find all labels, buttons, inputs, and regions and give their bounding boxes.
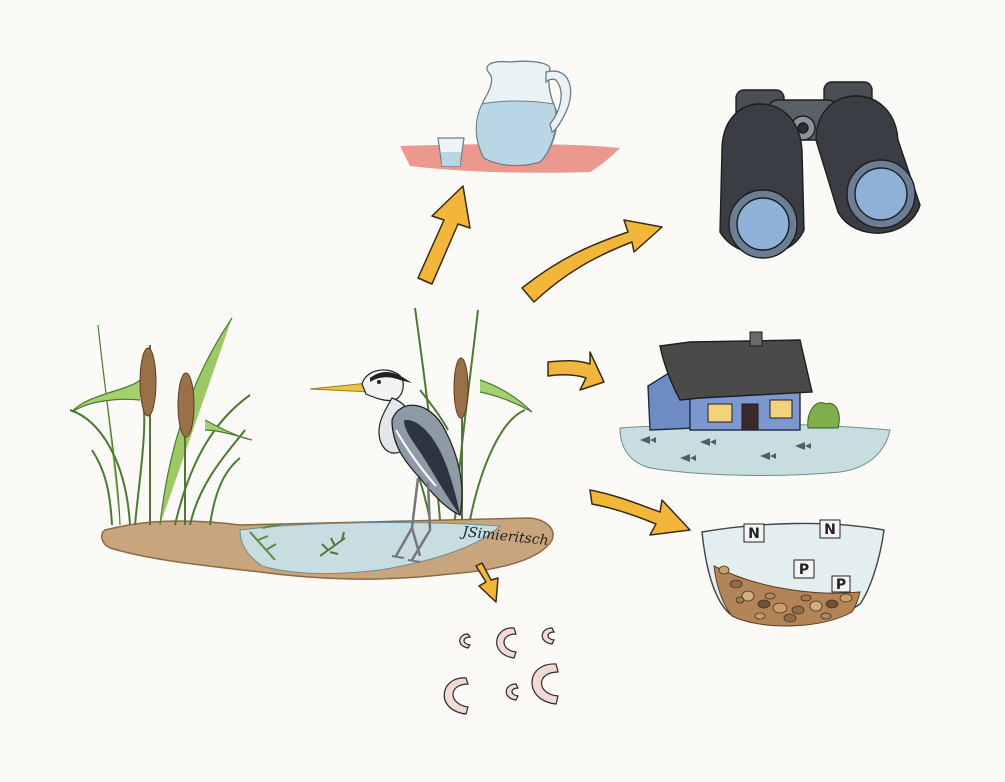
basin-sediment [713,565,861,627]
heron-leg [394,477,422,557]
cattail-head [453,357,469,419]
heron-in-wetland-icon: JSimieritsch [69,307,554,580]
water-plant [319,531,346,557]
pond-water [239,522,502,574]
house-window [769,399,793,419]
flood-water [619,423,891,476]
arrow-to-nutrients [589,489,691,536]
carbon-shape [541,627,555,645]
arrow-to-water [417,185,471,285]
pitcher-handle [545,70,572,133]
heron-beak [309,382,371,393]
left-reeds [69,317,253,526]
nutrient-tile-label: N [748,526,760,542]
heron-leg [410,481,432,561]
carbon-shape [443,677,469,715]
bush [807,402,840,429]
nutrient-tile [743,523,765,543]
cattail-head [177,372,195,438]
chimney [749,331,763,347]
carbon-c-letters-icon [443,627,559,715]
nutrient-tile [831,575,851,593]
nutrient-tile [819,519,841,539]
house-door [741,403,759,431]
house-window [707,403,733,423]
arrow-to-binoculars [521,219,663,303]
nutrient-soil-icon: N N P P [701,519,885,627]
carbon-shape [505,683,519,701]
nutrient-tile-label: N [824,522,836,538]
heron [309,369,463,563]
arrow-to-house [547,351,605,391]
nutrient-tile-label: P [836,577,846,593]
arrows [417,185,691,603]
nutrient-tile [793,559,815,579]
house-on-water-icon [619,331,891,476]
house-roof [659,339,813,401]
carbon-shape [531,663,559,705]
arrow-to-carbon [475,562,499,603]
cattail-head [139,347,157,417]
nutrient-tile-label: P [799,562,809,578]
carbon-shape [496,627,517,659]
pebbles [718,565,853,623]
water-pitcher-icon [400,60,620,173]
water-plant [249,523,283,561]
binoculars-icon [719,81,921,259]
fish [640,436,811,462]
carbon-shape [459,633,472,649]
pitcher-water [475,100,557,166]
nutrient-tiles: N N P P [743,519,851,593]
